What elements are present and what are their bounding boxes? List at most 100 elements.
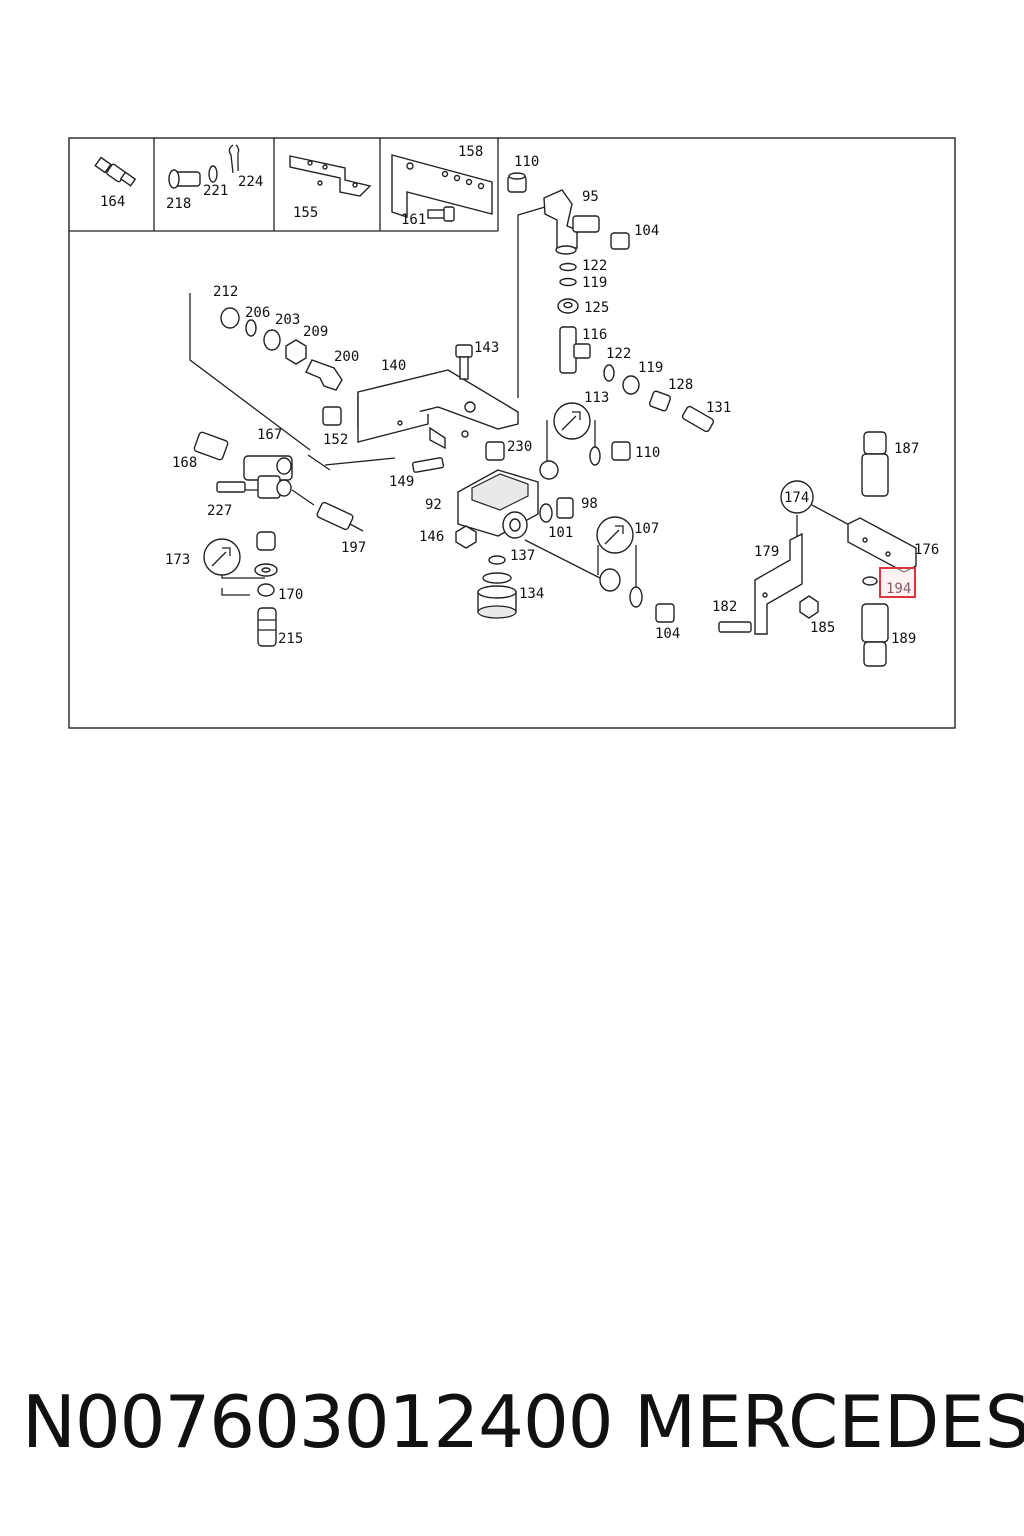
part-113-wrench-icon: [553, 402, 591, 440]
part-92-valve-icon: [457, 469, 539, 539]
part-176-block-icon: [847, 517, 917, 573]
part-104b-nut-icon: [655, 603, 675, 623]
highlight-box-194[interactable]: [879, 567, 916, 598]
part-209-nut-icon: [285, 339, 307, 365]
part-104a-nut-icon: [610, 232, 630, 250]
part-173-cap-icon: [254, 531, 278, 577]
callout-215: 215: [278, 631, 303, 647]
callout-164: 164: [100, 194, 125, 210]
part-194-washer-icon: [862, 576, 878, 586]
part-128-fitting-icon: [648, 390, 672, 412]
callout-95: 95: [582, 189, 599, 205]
part-224-cotter-pin-icon: [228, 144, 240, 174]
callout-170: 170: [278, 587, 303, 603]
callout-200: 200: [334, 349, 359, 365]
part-164-icon: [94, 156, 137, 187]
brand-name: MERCEDES: [634, 1380, 1024, 1464]
part-221-washer-icon: [208, 165, 218, 183]
diagram-frame: [68, 137, 956, 729]
part-116-tee-icon: [559, 326, 591, 374]
callout-122-top: 122: [582, 258, 607, 274]
part-98-plug-icon: [556, 497, 574, 519]
callout-119-mid: 119: [638, 360, 663, 376]
part-174-callout-circle: [780, 480, 814, 514]
part-107-seal-icon: [599, 568, 643, 608]
part-168-switch-icon: [193, 431, 229, 461]
callout-152: 152: [323, 432, 348, 448]
part-110a-nut-icon: [507, 172, 527, 193]
part-182-bolt-icon: [718, 621, 752, 633]
callout-104-top: 104: [634, 223, 659, 239]
part-113-seal-icon: [539, 446, 601, 480]
callout-174: 174: [784, 490, 809, 506]
callout-221: 221: [203, 183, 228, 199]
part-197-sensor-icon: [316, 501, 364, 532]
part-119b-ring-icon: [622, 375, 640, 395]
callout-125: 125: [584, 300, 609, 316]
part-218-pin-icon: [168, 169, 201, 189]
part-131-fitting-icon: [681, 405, 715, 433]
callout-149: 149: [389, 474, 414, 490]
part-189-sensor-icon: [861, 603, 889, 667]
callout-labels: 164 218 221 224 155 158 161 110 95 104 1…: [100, 144, 939, 647]
callout-230: 230: [507, 439, 532, 455]
callout-182: 182: [712, 599, 737, 615]
part-203-washer-icon: [263, 329, 281, 351]
callout-143: 143: [474, 340, 499, 356]
part-146-nut-icon: [455, 525, 477, 549]
part-206-washer-icon: [245, 319, 257, 337]
part-179-bracket-icon: [754, 532, 803, 635]
part-173-wrench-icon: [203, 538, 241, 576]
callout-98: 98: [581, 496, 598, 512]
leader-lines: [189, 206, 856, 596]
part-137-ring-icon: [488, 555, 506, 565]
callout-134: 134: [519, 586, 544, 602]
callout-107: 107: [634, 521, 659, 537]
part-122a-ring-icon: [559, 262, 577, 272]
callout-173: 173: [165, 552, 190, 568]
callout-137: 137: [510, 548, 535, 564]
callout-110-mid: 110: [635, 445, 660, 461]
part-200-elbow-icon: [305, 359, 343, 391]
part-119a-ring-icon: [559, 277, 577, 287]
callout-131: 131: [706, 400, 731, 416]
callout-187: 187: [894, 441, 919, 457]
part-101-ring-icon: [539, 503, 553, 523]
callout-218: 218: [166, 196, 191, 212]
callout-206: 206: [245, 305, 270, 321]
callout-101: 101: [548, 525, 573, 541]
part-number: N007603012400: [22, 1380, 614, 1464]
callout-189: 189: [891, 631, 916, 647]
part-125-nut-icon: [557, 298, 579, 314]
part-170-ring-icon: [257, 583, 275, 597]
part-152-nut-icon: [322, 406, 342, 426]
part-212-washer-icon: [220, 307, 240, 329]
callout-122-mid: 122: [606, 346, 631, 362]
part-158-plate-icon: [391, 154, 493, 218]
part-215-filter-icon: [257, 607, 277, 647]
callout-224: 224: [238, 174, 263, 190]
part-230-nut-icon: [485, 441, 505, 461]
part-227-bolt-icon: [216, 481, 246, 493]
part-110b-fitting-icon: [611, 441, 631, 461]
callout-197: 197: [341, 540, 366, 556]
callout-119-top: 119: [582, 275, 607, 291]
callout-185: 185: [810, 620, 835, 636]
inset-boxes: [69, 138, 499, 232]
callout-227: 227: [207, 503, 232, 519]
callout-209: 209: [303, 324, 328, 340]
callout-146: 146: [419, 529, 444, 545]
part-167-block-icon: [243, 455, 293, 499]
callout-128: 128: [668, 377, 693, 393]
caption: N007603012400 MERCEDES: [0, 1372, 1024, 1472]
part-122b-ring-icon: [603, 364, 615, 382]
callout-203: 203: [275, 312, 300, 328]
callout-140: 140: [381, 358, 406, 374]
part-134-filter-icon: [477, 572, 517, 619]
part-155-bracket-icon: [289, 155, 372, 197]
part-107-wrench-icon: [596, 516, 634, 554]
callout-113: 113: [584, 390, 609, 406]
part-185-nut-icon: [799, 595, 819, 619]
part-95-elbow-fitting-icon: [543, 189, 600, 255]
callout-155: 155: [293, 205, 318, 221]
